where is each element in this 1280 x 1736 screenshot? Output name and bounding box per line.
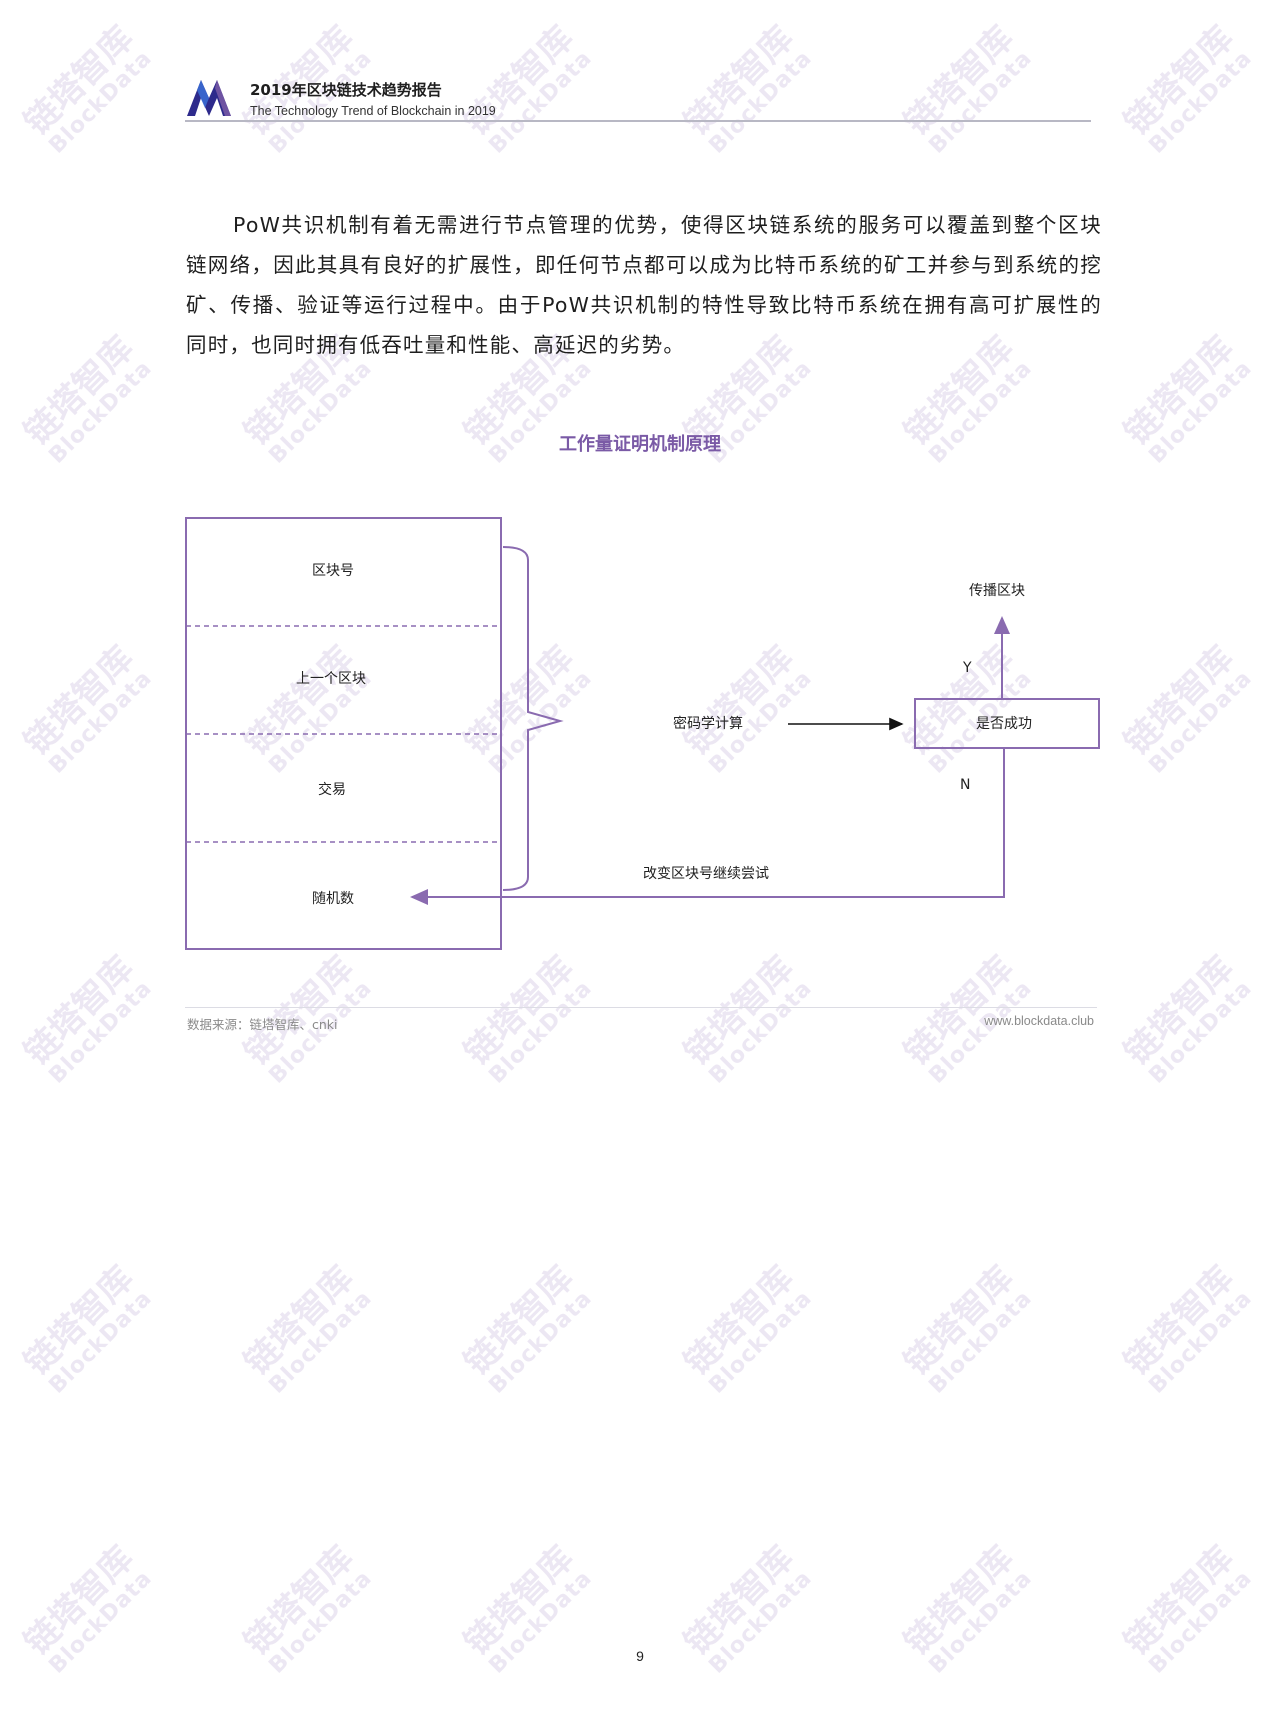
footer-divider: [185, 1007, 1097, 1008]
data-source: 数据来源：链塔智库、cnki: [187, 1017, 338, 1032]
body-paragraph: PoW共识机制有着无需进行节点管理的优势，使得区块链系统的服务可以覆盖到整个区块…: [186, 213, 1102, 357]
blockdata-logo-icon: [187, 80, 231, 116]
no-label: N: [960, 777, 971, 793]
field-nonce: 随机数: [312, 891, 354, 907]
website-url: www.blockdata.club: [984, 1014, 1094, 1028]
success-label: 传播区块: [969, 583, 1025, 599]
retry-label: 改变区块号继续尝试: [643, 866, 769, 882]
yes-label: Y: [963, 660, 972, 676]
decision-label: 是否成功: [976, 716, 1032, 732]
report-subtitle: The Technology Trend of Blockchain in 20…: [250, 104, 496, 118]
report-title: 2019年区块链技术趋势报告: [250, 81, 442, 99]
diagram-title: 工作量证明机制原理: [559, 434, 721, 455]
retry-arrow: [410, 748, 1005, 905]
report-header: 2019年区块链技术趋势报告 The Technology Trend of B…: [185, 74, 1091, 124]
header-divider: [185, 120, 1091, 122]
compute-label: 密码学计算: [673, 716, 743, 732]
field-previous-block: 上一个区块: [296, 671, 366, 687]
field-transactions: 交易: [318, 782, 346, 798]
page-number: 9: [636, 1648, 644, 1664]
brace-connector: [502, 546, 564, 891]
field-block-number: 区块号: [312, 563, 354, 579]
decision-box: [914, 698, 1100, 749]
